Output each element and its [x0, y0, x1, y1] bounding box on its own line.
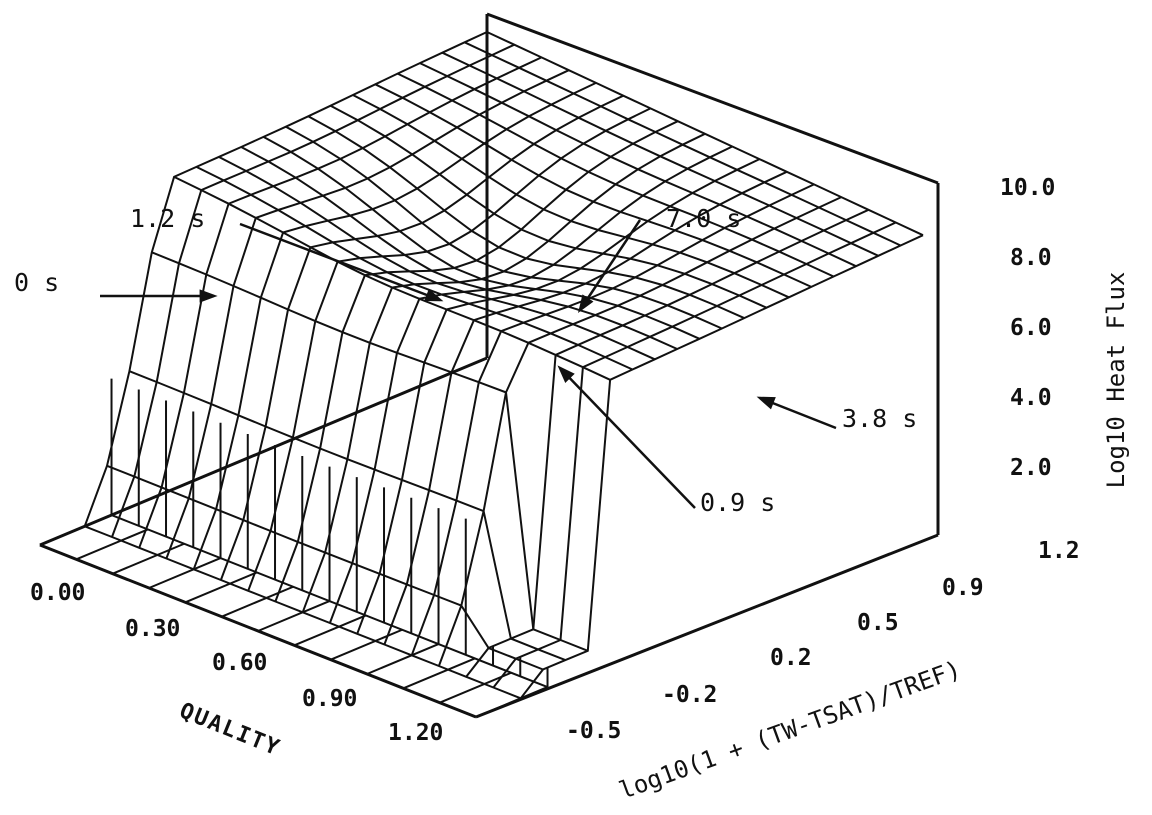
- surface-w-line: [330, 104, 767, 309]
- annotation-7.0s: 7.0 s: [666, 204, 742, 233]
- floor-grid-line: [39, 544, 477, 718]
- floor-grid-line: [148, 557, 221, 589]
- arrow-7.0s: [578, 219, 642, 311]
- surface-w-line: [151, 251, 589, 652]
- floor-grid-line: [39, 514, 112, 546]
- floor-grid-line: [366, 643, 439, 675]
- y-tick-1.2: 1.2: [1038, 538, 1080, 564]
- surface-w-line: [486, 31, 924, 237]
- floor-grid-line: [293, 614, 367, 647]
- annotation-0.9s: 0.9 s: [700, 488, 776, 517]
- x-tick-0.90: 0.90: [302, 686, 358, 712]
- y-tick-0.9: 0.9: [942, 575, 984, 601]
- z-tick-10: 10.0: [1000, 175, 1056, 201]
- arrow-7.0s-head: [577, 294, 594, 314]
- surface-q-line: [383, 170, 788, 645]
- z-tick-4: 4.0: [1010, 385, 1052, 411]
- floor-grid-line: [184, 571, 258, 604]
- floor-grid-line: [330, 628, 403, 661]
- arrow-1.2s-head: [424, 288, 444, 302]
- surface-w-line: [464, 41, 902, 247]
- surface-w-line: [397, 72, 835, 278]
- surface-w-line: [84, 525, 522, 700]
- z-tick-6: 6.0: [1010, 315, 1052, 341]
- annotation-0s: 0 s: [14, 268, 60, 297]
- z-axis-title-text: Log10 Heat Flux: [1102, 271, 1130, 489]
- y-tick-0.5: 0.5: [857, 610, 899, 636]
- surface-w-line: [419, 62, 857, 268]
- surface-w-line: [106, 464, 544, 671]
- surface-q-line: [165, 69, 570, 559]
- x-tick-0.00: 0.00: [30, 580, 86, 606]
- floor-grid-line: [257, 600, 330, 632]
- arrow-0.9s-head: [557, 365, 575, 383]
- surface-w-line: [352, 94, 790, 299]
- surface-w-line: [441, 51, 879, 257]
- floor-grid-line: [221, 585, 294, 618]
- z-axis-title: Log10 Heat Flux: [1102, 272, 1130, 489]
- heat-flux-surface: [83, 31, 924, 700]
- annotation-3.8s: 3.8 s: [842, 404, 918, 433]
- surface-w-line: [173, 176, 611, 381]
- surface-w-line: [129, 370, 566, 662]
- surface-q-line: [138, 56, 542, 549]
- y-tick-0.2: 0.2: [770, 645, 812, 671]
- z-tick-8: 8.0: [1010, 245, 1052, 271]
- y-tick--0.2: -0.2: [662, 682, 718, 708]
- surface-w-line: [218, 156, 656, 361]
- surface-w-line: [195, 166, 633, 371]
- time-arrows: [100, 219, 837, 509]
- arrow-1.2s: [239, 222, 441, 302]
- y-tick--0.5: -0.5: [566, 718, 622, 744]
- surface-w-line: [263, 136, 700, 340]
- surface-w-line: [240, 146, 678, 350]
- arrow-0s-head: [199, 289, 218, 303]
- arrow-0.9s: [559, 367, 696, 509]
- floor-right-edge: [475, 533, 939, 719]
- surface-w-line: [374, 83, 812, 288]
- surface-q-line: [192, 81, 597, 570]
- surface-w-line: [307, 115, 745, 320]
- floor-grid: [39, 514, 548, 718]
- z-tick-2: 2.0: [1010, 455, 1052, 481]
- surface-w-line: [285, 125, 723, 330]
- x-tick-0.30: 0.30: [125, 616, 181, 642]
- floor-grid-line: [475, 686, 548, 718]
- back-wall-top-edge: [486, 12, 939, 185]
- floor-grid-line: [112, 542, 185, 575]
- back-wall: [485, 12, 940, 535]
- floor-grid-line: [75, 528, 149, 561]
- annotation-1.2s: 1.2 s: [130, 204, 206, 233]
- floor-back-edge: [39, 356, 488, 547]
- x-tick-1.20: 1.20: [388, 720, 444, 746]
- arrow-3.8s-head: [756, 396, 776, 410]
- x-tick-0.60: 0.60: [212, 650, 268, 676]
- floor-grid-line: [402, 657, 476, 690]
- floor-grid-line: [439, 671, 512, 704]
